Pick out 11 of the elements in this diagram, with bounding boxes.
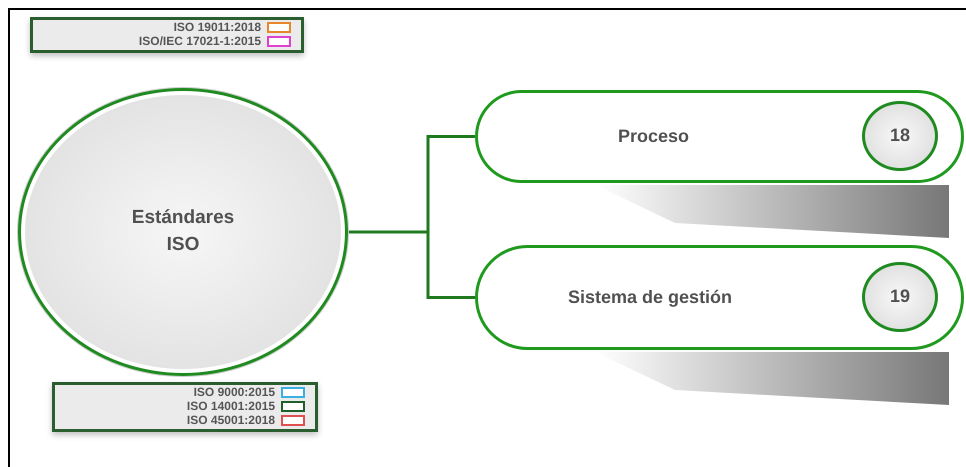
legend-label: ISO 45001:2018	[186, 414, 275, 427]
legend-label: ISO 9000:2015	[194, 386, 275, 399]
badge-number: 18	[890, 124, 910, 148]
category-label: Proceso	[618, 124, 690, 148]
legend-label: ISO 14001:2015	[186, 400, 275, 413]
topic-label: Estándares ISO	[130, 206, 236, 257]
badge-number: 19	[890, 285, 910, 308]
legend-label: ISO 19011:2018	[174, 21, 261, 34]
connector-line	[348, 230, 475, 299]
category-label: Sistema de gestión	[568, 286, 732, 309]
legend-label: ISO/IEC 17021-1:2015	[138, 35, 261, 48]
